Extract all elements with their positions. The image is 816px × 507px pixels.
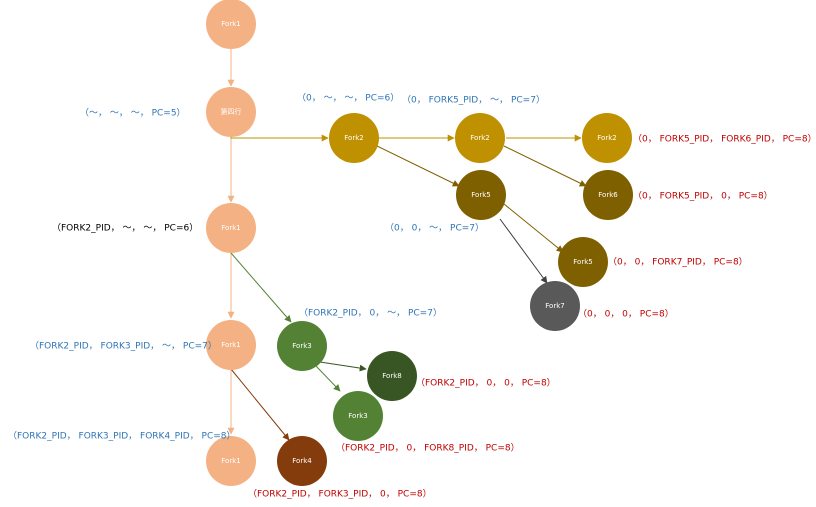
state-annotation-fork5-b: （0， 0， FORK7_PID， PC=8） (608, 257, 748, 268)
process-node-fork3-b[interactable]: Fork3 (333, 391, 383, 441)
edge-n12-n14 (315, 365, 341, 392)
edge-n2-n3 (230, 134, 329, 142)
process-node-fork4[interactable]: Fork4 (277, 436, 327, 486)
process-node-fork7[interactable]: Fork7 (530, 281, 580, 331)
edge-n8-n12 (230, 252, 292, 323)
process-node-fork1-root[interactable]: Fork1 (206, 0, 256, 49)
state-annotation-fork7: （0， 0， 0， PC=8） (578, 309, 674, 320)
state-annotation-fork8: （FORK2_PID， 0， 0， PC=8） (416, 378, 556, 389)
nodes: Fork1 第四行 Fork2 Fork2 Fork2 Fork5 Fork6 (206, 0, 633, 486)
state-annotation-fork2-b: （0， FORK5_PID， ～， PC=7） (402, 95, 545, 106)
node-label: Fork3 (348, 412, 367, 420)
node-label: Fork2 (470, 134, 489, 142)
process-node-fork1-d[interactable]: Fork1 (206, 436, 256, 486)
state-annotation-fork1-b: （FORK2_PID， ～， ～， PC=6） (52, 223, 198, 234)
edge-n12-n13 (319, 361, 367, 372)
state-annotation-fork3-b: （FORK2_PID， 0， FORK8_PID， PC=8） (336, 443, 520, 454)
edge-n3-n6 (376, 145, 460, 187)
state-annotation-fork2-c: （0， FORK5_PID， FORK6_PID， PC=8） (633, 134, 816, 145)
node-label: Fork1 (221, 457, 240, 465)
state-annotation-fork1-d: （FORK2_PID， FORK3_PID， FORK4_PID， PC=8） (8, 431, 236, 442)
process-node-fork6[interactable]: Fork6 (583, 170, 633, 220)
process-node-line4[interactable]: 第四行 (206, 87, 256, 137)
state-annotation-fork6: （0， FORK5_PID， 0， PC=8） (633, 191, 773, 202)
node-label: Fork6 (598, 191, 618, 199)
process-node-fork5-a[interactable]: Fork5 (456, 170, 506, 220)
process-node-fork5-b[interactable]: Fork5 (558, 237, 608, 287)
node-label: Fork1 (221, 224, 240, 232)
node-label: Fork2 (344, 134, 363, 142)
state-annotation-fork2-a: （0， ～， ～， PC=6） (297, 93, 399, 104)
state-annotation-fork3-a: （FORK2_PID， 0， ～， PC=7） (299, 308, 442, 319)
annotations: （～， ～， ～， PC=5） （0， ～， ～， PC=6） （0， FORK… (8, 93, 816, 500)
process-node-fork2-b[interactable]: Fork2 (455, 113, 505, 163)
process-node-fork2-a[interactable]: Fork2 (329, 113, 379, 163)
edge-n11-n16 (230, 368, 290, 441)
process-node-fork8[interactable]: Fork8 (367, 351, 417, 401)
node-label: Fork1 (221, 20, 240, 28)
node-label: Fork5 (471, 191, 490, 199)
edge-n6-n10 (499, 218, 548, 284)
node-label: Fork7 (545, 302, 564, 310)
node-label: Fork2 (597, 134, 616, 142)
node-label: Fork1 (221, 341, 240, 349)
process-node-fork1-b[interactable]: Fork1 (206, 203, 256, 253)
state-annotation-fork4: （FORK2_PID， FORK3_PID， 0， PC=8） (248, 489, 432, 500)
edge-n6-n9 (503, 203, 564, 253)
process-node-fork3-a[interactable]: Fork3 (277, 321, 327, 371)
edges (227, 48, 587, 441)
state-annotation-line4: （～， ～， ～， PC=5） (80, 108, 186, 119)
process-node-fork2-c[interactable]: Fork2 (582, 113, 632, 163)
state-annotation-fork1-c: （FORK2_PID， FORK3_PID， ～， PC=7） (30, 341, 217, 352)
node-label: Fork3 (292, 342, 311, 350)
node-label: 第四行 (221, 107, 242, 116)
node-label: Fork4 (292, 457, 312, 465)
edge-n4-n7 (503, 145, 587, 187)
state-annotation-fork5-a: （0， 0， ～， PC=7） (385, 223, 484, 234)
node-label: Fork8 (382, 372, 401, 380)
node-label: Fork5 (573, 258, 592, 266)
process-node-fork1-c[interactable]: Fork1 (206, 320, 256, 370)
